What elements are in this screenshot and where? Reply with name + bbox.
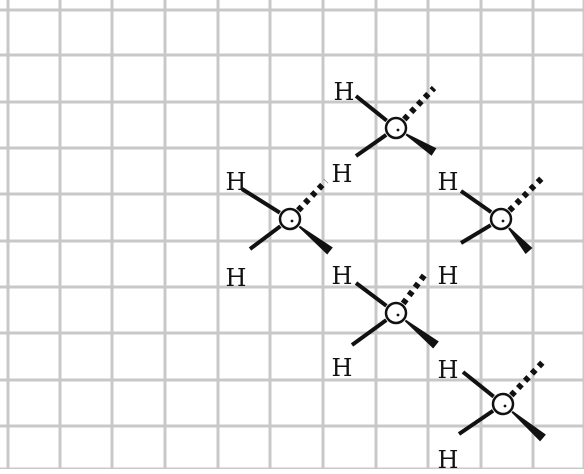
- molecule-3-bond-2: [507, 174, 546, 213]
- molecule-1-bond-0: [354, 94, 388, 123]
- hydrogen-label: H: [438, 168, 459, 196]
- atom-layer: H H H H H H H H H H: [226, 78, 515, 474]
- molecule-1-bond-2: [402, 85, 437, 122]
- molecule-5-bond-3: [511, 411, 546, 442]
- hydrogen-label: H: [332, 160, 353, 188]
- molecule-5-bond-0: [461, 370, 495, 399]
- molecule-5-oxygen-dot: [503, 404, 507, 408]
- molecule-2-bond-2: [296, 178, 329, 213]
- molecule-2-bond-3: [298, 225, 333, 255]
- hydrogen-label: H: [226, 168, 247, 196]
- molecule-1-oxygen-dot: [396, 128, 400, 132]
- molecule-3-bond-1: [459, 223, 492, 245]
- molecule-2-bond-0: [240, 187, 281, 215]
- molecule-4-bond-1: [350, 318, 388, 347]
- molecule-4-bond-3: [404, 319, 439, 349]
- molecule-1-bond-1: [354, 133, 388, 158]
- hydrogen-label: H: [438, 356, 459, 384]
- molecule-2-oxygen-atom: [278, 207, 302, 231]
- bond-layer: [240, 85, 546, 442]
- molecule-1-oxygen-atom: [384, 116, 408, 140]
- molecule-5-bond-2: [509, 359, 546, 398]
- molecule-4-bond-0: [354, 281, 388, 308]
- molecule-1-bond-3: [405, 133, 437, 156]
- hydrogen-label: H: [438, 446, 459, 469]
- molecule-3-bond-3: [508, 227, 533, 254]
- hydrogen-label: H: [226, 264, 247, 292]
- molecule-4-bond-2: [400, 271, 429, 306]
- molecule-4-oxygen-dot: [396, 313, 400, 317]
- hydrogen-label: H: [438, 262, 459, 290]
- molecule-2-bond-1: [248, 224, 282, 251]
- hydrogen-label: H: [334, 78, 355, 106]
- molecule-4-oxygen-atom: [384, 301, 408, 325]
- molecule-5-bond-1: [457, 409, 495, 436]
- molecule-3-bond-0: [459, 189, 493, 214]
- hydrogen-label: H: [332, 262, 353, 290]
- molecule-3-oxygen-dot: [501, 219, 505, 223]
- molecule-3-oxygen-atom: [489, 207, 513, 231]
- hydrogen-label: H: [332, 354, 353, 382]
- molecule-2-oxygen-dot: [290, 219, 294, 223]
- molecule-5-oxygen-atom: [491, 392, 515, 416]
